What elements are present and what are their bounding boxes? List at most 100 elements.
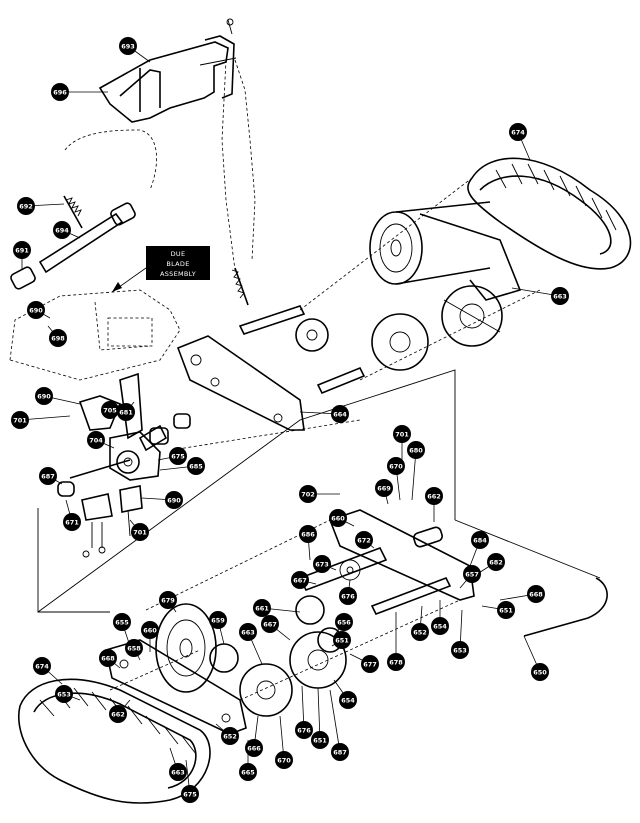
callout: 662	[109, 699, 131, 723]
callout: 664	[299, 405, 349, 423]
callout: 690	[35, 387, 81, 405]
svg-text:657: 657	[465, 571, 479, 579]
callout: 690	[27, 301, 51, 319]
callout: 680	[407, 441, 425, 501]
callout: 654	[333, 679, 357, 709]
svg-text:663: 663	[171, 769, 185, 777]
svg-text:694: 694	[55, 227, 69, 235]
svg-text:705: 705	[103, 407, 117, 415]
svg-text:687: 687	[333, 749, 347, 757]
svg-text:676: 676	[297, 727, 311, 735]
svg-text:665: 665	[241, 769, 255, 777]
svg-text:680: 680	[409, 447, 423, 455]
svg-text:662: 662	[111, 711, 125, 719]
callout: 667	[261, 615, 291, 641]
svg-text:693: 693	[121, 43, 135, 51]
main-housing	[9, 289, 305, 431]
middle-axle-arm	[298, 509, 608, 637]
callout: 678	[387, 612, 405, 671]
callout: 684	[469, 531, 489, 567]
callout: 687	[329, 689, 349, 761]
svg-text:663: 663	[553, 293, 567, 301]
svg-text:692: 692	[19, 203, 33, 211]
note-line-3: ASSEMBLY	[160, 270, 196, 278]
svg-text:676: 676	[341, 593, 355, 601]
callout: 693	[119, 37, 151, 63]
svg-text:656: 656	[337, 619, 351, 627]
callout: 686	[299, 525, 317, 561]
svg-text:667: 667	[293, 577, 307, 585]
callout: 666	[245, 715, 263, 757]
springs-rods	[10, 195, 249, 306]
callout: 675	[157, 447, 187, 465]
callout: 668	[499, 585, 545, 603]
svg-text:701: 701	[133, 529, 147, 537]
svg-text:652: 652	[413, 629, 427, 637]
callout: 653	[451, 609, 469, 659]
lower-drums	[155, 595, 347, 717]
callout: 696	[51, 83, 108, 101]
callout: 675	[181, 759, 199, 803]
callout: 652	[411, 605, 429, 641]
svg-text:685: 685	[189, 463, 203, 471]
svg-text:675: 675	[171, 453, 185, 461]
callout: 653	[55, 685, 81, 703]
svg-text:704: 704	[89, 437, 103, 445]
svg-text:659: 659	[211, 617, 225, 625]
callout: 692	[17, 197, 65, 215]
callout: 661	[253, 599, 301, 617]
svg-text:670: 670	[277, 757, 291, 765]
callout: 650	[523, 635, 549, 681]
callout: 701	[129, 519, 149, 541]
blade-assembly-note: DUE BLADE ASSEMBLY	[111, 246, 210, 293]
svg-text:670: 670	[389, 463, 403, 471]
svg-text:662: 662	[427, 493, 441, 501]
svg-text:672: 672	[357, 537, 371, 545]
callout: 668	[99, 649, 121, 669]
svg-text:663: 663	[241, 629, 255, 637]
lower-frame	[105, 639, 247, 735]
callout: 676	[295, 685, 313, 739]
callout: 651	[331, 631, 351, 649]
callout: 694	[53, 221, 81, 239]
callout: 685	[159, 457, 205, 475]
callout: 654	[431, 600, 449, 635]
callout: 705	[101, 401, 123, 419]
svg-text:654: 654	[341, 697, 355, 705]
svg-text:701: 701	[395, 431, 409, 439]
svg-text:650: 650	[533, 669, 547, 677]
svg-text:674: 674	[35, 663, 49, 671]
svg-text:667: 667	[263, 621, 277, 629]
callout: 671	[63, 499, 81, 531]
callout: 674	[509, 123, 531, 161]
handle-bracket	[98, 18, 237, 123]
svg-text:658: 658	[127, 645, 141, 653]
callout: 698	[47, 325, 67, 347]
svg-text:664: 664	[333, 411, 347, 419]
callout: 663	[169, 747, 187, 781]
svg-text:678: 678	[389, 659, 403, 667]
callout: 672	[355, 531, 375, 549]
callout: 673	[313, 555, 337, 573]
callout: 651	[481, 601, 515, 619]
svg-text:690: 690	[167, 497, 181, 505]
svg-text:668: 668	[529, 591, 543, 599]
callout: 687	[39, 467, 63, 485]
svg-text:686: 686	[301, 531, 315, 539]
svg-text:674: 674	[511, 129, 525, 137]
svg-text:679: 679	[161, 597, 175, 605]
callout: 702	[299, 485, 340, 503]
svg-text:653: 653	[57, 691, 71, 699]
svg-text:675: 675	[183, 791, 197, 799]
svg-text:673: 673	[315, 561, 329, 569]
callout: 652	[215, 723, 239, 745]
svg-text:690: 690	[37, 393, 51, 401]
svg-text:684: 684	[473, 537, 487, 545]
callout: 651	[311, 687, 329, 749]
svg-text:690: 690	[29, 307, 43, 315]
callout: 676	[339, 579, 357, 605]
svg-text:687: 687	[41, 473, 55, 481]
svg-text:651: 651	[499, 607, 513, 615]
